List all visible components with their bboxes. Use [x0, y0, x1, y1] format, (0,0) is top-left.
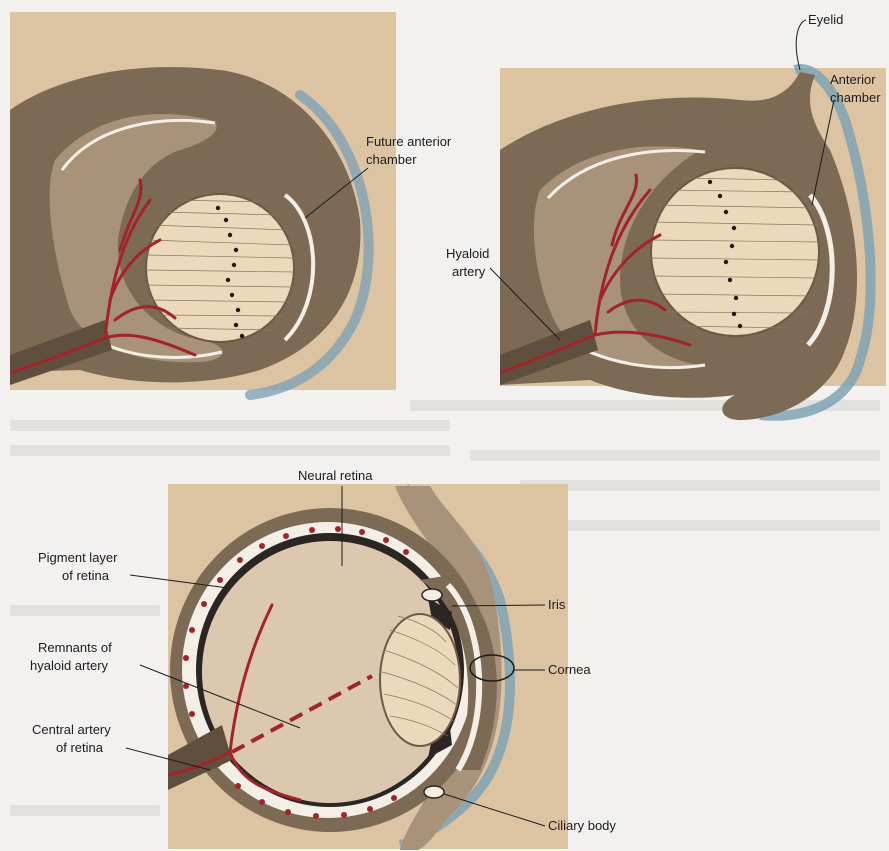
figure-page: Future anterior chamber	[0, 0, 889, 851]
panel-c-leaders	[0, 0, 889, 851]
